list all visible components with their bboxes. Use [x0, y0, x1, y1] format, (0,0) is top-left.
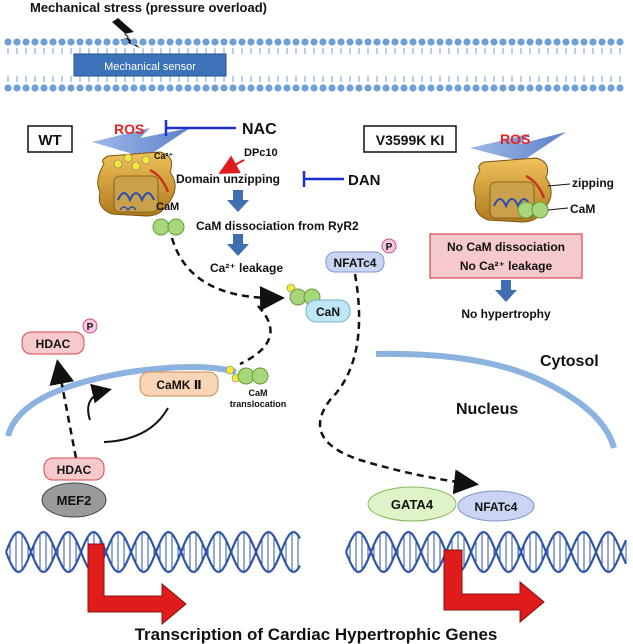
camk-to-hdac-link	[103, 407, 169, 443]
nfatc4-translocation-arrow	[318, 273, 479, 495]
phospho-badge-nfatc4	[381, 238, 397, 254]
ki-outcome-box	[429, 233, 583, 279]
zipping-pointer	[547, 183, 571, 187]
nucleus-label: Nucleus	[456, 401, 518, 418]
hdac-nucleus-label: HDAC	[57, 463, 92, 477]
cam-bound-camk	[225, 365, 269, 385]
ros-label-ki: ROS	[500, 131, 530, 147]
phospho-badge-hdac	[82, 318, 98, 334]
wt-box	[27, 125, 73, 153]
ki-label: V3599K KI	[376, 132, 444, 148]
ki-box	[363, 125, 457, 153]
nfatc4-cytosol-label: NFATc4	[334, 256, 377, 270]
dpc10-arrow	[218, 155, 245, 174]
camk-box	[139, 371, 219, 397]
cam-pointer-ki	[547, 207, 569, 211]
phospho-label-nfatc4: P	[386, 242, 393, 253]
stress-title: Mechanical stress (pressure overload)	[30, 0, 267, 15]
dna-helix-left	[4, 530, 301, 574]
cytosol-label: Cytosol	[540, 353, 599, 370]
ros-lightning-wt	[92, 128, 190, 168]
wt-label: WT	[38, 132, 61, 149]
can-complex	[286, 283, 351, 323]
nac-label: NAC	[242, 121, 277, 138]
ca-leakage-label: Ca²⁺ leakage	[210, 261, 283, 275]
camk-phosphorylation-arrow	[87, 383, 112, 421]
zipping-label: zipping	[572, 176, 614, 190]
nfatc4-nucleus-ellipse	[457, 490, 535, 522]
hdac-export-arrow	[49, 359, 78, 459]
down-arrow-2	[227, 234, 249, 256]
no-cam-dissociation-label: No CaM dissociation	[447, 240, 565, 254]
down-arrow-ki	[495, 280, 517, 302]
cam-molecule-wt	[152, 218, 185, 236]
ca-label-wt: Ca²⁺	[154, 151, 174, 161]
hdac-cytosol-label: HDAC	[36, 337, 71, 351]
dpc10-label: DPc10	[244, 147, 278, 159]
mef2-label: MEF2	[57, 493, 92, 508]
nuclear-envelope-right	[375, 350, 617, 449]
no-hypertrophy-label: No hypertrophy	[461, 307, 551, 321]
cam-label-wt: CaM	[156, 201, 179, 213]
can-label: CaN	[316, 305, 340, 319]
cam-to-can-arrow	[170, 237, 285, 311]
ros-lightning-ki	[470, 132, 566, 172]
nuclear-envelope-left	[5, 364, 237, 437]
transcription-arrow-left	[87, 543, 187, 626]
gata4-ellipse	[367, 486, 457, 522]
mechanical-sensor	[73, 53, 227, 77]
bottom-title: Transcription of Cardiac Hypertrophic Ge…	[135, 625, 498, 644]
domain-unzipping-label: Domain unzipping	[176, 172, 280, 186]
cam-dissociation-label: CaM dissociation from RyR2	[196, 219, 359, 233]
cam-translocation-label-1: CaM	[248, 388, 267, 398]
mef2-ellipse	[41, 482, 107, 518]
gata4-label: GATA4	[391, 497, 434, 512]
cam-label-ki: CaM	[570, 202, 595, 216]
cam-translocation-label-2: translocation	[230, 399, 287, 409]
cam-bound-ki	[517, 201, 549, 219]
hdac-cytosol-box	[21, 331, 85, 355]
cell-membrane	[4, 38, 624, 92]
hdac-nucleus-box	[43, 457, 105, 481]
down-arrow-1	[227, 190, 249, 212]
dna-helix-right	[344, 530, 628, 574]
cam-translocation-arrow	[239, 305, 272, 366]
ros-label-wt: ROS	[114, 121, 144, 137]
sensor-label: Mechanical sensor	[104, 61, 196, 73]
ca-ions-wt	[113, 153, 151, 171]
transcription-arrow-right	[443, 549, 545, 624]
nfatc4-cytosol-box	[325, 251, 385, 273]
phospho-label-hdac: P	[87, 322, 94, 333]
nfatc4-nucleus-label: NFATc4	[475, 500, 518, 514]
dan-label: DAN	[348, 172, 381, 189]
lightning-icon	[112, 18, 140, 48]
no-ca-leakage-label: No Ca²⁺ leakage	[460, 259, 553, 273]
camk-label: CaMK Ⅱ	[156, 378, 201, 392]
